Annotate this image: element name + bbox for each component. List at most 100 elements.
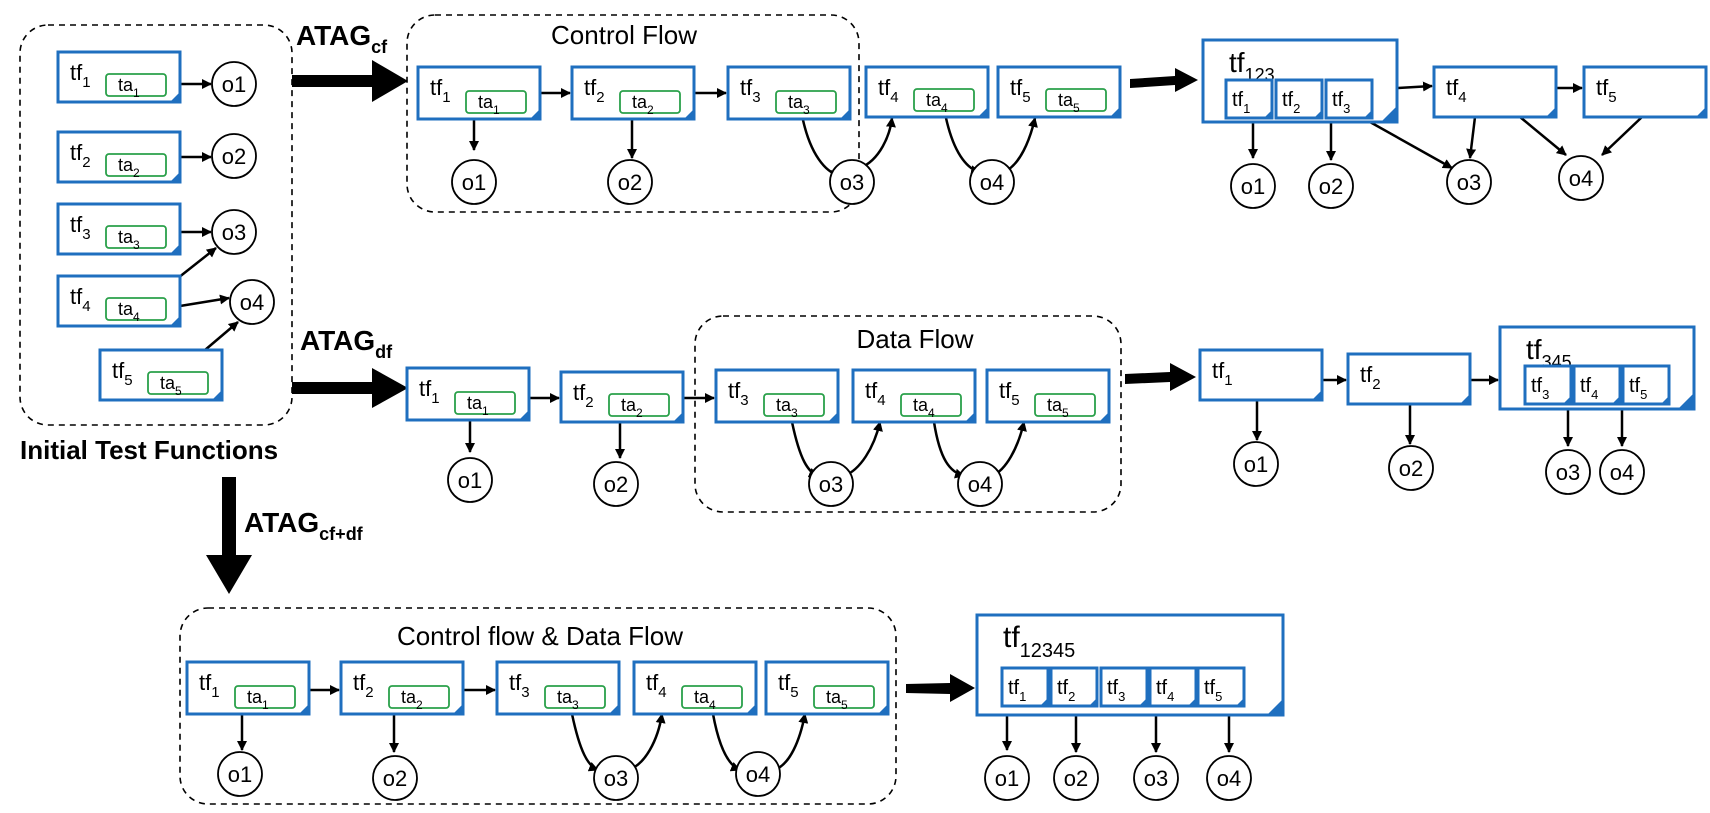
output-o3: o3 — [808, 461, 854, 507]
test-function-label: tf2 — [353, 670, 374, 701]
output-o3: o3 — [1545, 449, 1591, 495]
output-o3: o3 — [593, 755, 639, 801]
output-circle — [969, 159, 1015, 205]
output-o4: o4 — [1558, 155, 1604, 201]
test-assertion-label: ta2 — [621, 395, 643, 420]
test-function-label: tf4 — [1446, 75, 1467, 106]
test-function-label: tf3 — [740, 75, 761, 106]
output-o2: o2 — [1388, 445, 1434, 491]
dependency-curve — [991, 421, 1027, 478]
test-function-label: tf3 — [70, 212, 91, 243]
output-circle — [1230, 163, 1276, 209]
test-assertion-label: ta4 — [118, 299, 140, 324]
output-label: o4 — [980, 170, 1004, 195]
test-function-label: tf4 — [70, 284, 91, 315]
test-function-label: tf1 — [1212, 358, 1233, 389]
df-result-arrow — [1125, 363, 1196, 391]
test-assertion-label: ta2 — [118, 155, 140, 180]
test-function-label: tf1 — [199, 670, 220, 701]
output-o2: o2 — [211, 133, 257, 179]
test-function-label: tf4 — [878, 75, 899, 106]
inner-test-function-box — [1099, 666, 1149, 708]
output-circle — [1206, 755, 1252, 801]
output-o4: o4 — [969, 159, 1015, 205]
output-circle — [217, 751, 263, 797]
page-fold-icon — [299, 704, 309, 714]
atag-df-arrow — [292, 368, 408, 408]
output-circle — [1446, 159, 1492, 205]
output-o2: o2 — [1053, 755, 1099, 801]
test-function-label: tf1 — [70, 60, 91, 91]
inner-test-function-label: tf1 — [1232, 89, 1250, 116]
output-label: o3 — [1556, 460, 1580, 485]
output-circle — [735, 751, 781, 797]
test-assertion-label: ta5 — [160, 373, 182, 398]
page-fold-icon — [1612, 396, 1620, 404]
output-circle — [1388, 445, 1434, 491]
test-assertion-box — [454, 391, 516, 415]
output-o1: o1 — [451, 159, 497, 205]
output-label: o1 — [222, 72, 246, 97]
page-fold-icon — [170, 172, 180, 182]
test-assertion-box — [608, 393, 670, 417]
page-fold-icon — [1089, 698, 1097, 706]
inner-test-function-label: tf3 — [1107, 677, 1125, 704]
edge-arrow — [1466, 116, 1477, 159]
test-assertion-box — [813, 685, 875, 709]
cfdf-result-arrow — [906, 674, 975, 702]
dependency-curve — [801, 119, 841, 180]
output-label: o1 — [1244, 452, 1268, 477]
output-label: o4 — [240, 290, 264, 315]
page-fold-icon — [1236, 698, 1244, 706]
inner-test-function-label: tf3 — [1531, 375, 1549, 402]
test-assertion-label: ta1 — [247, 687, 269, 712]
page-fold-icon — [1678, 393, 1694, 409]
output-label: o3 — [1457, 170, 1481, 195]
test-function-label: tf2 — [70, 140, 91, 171]
atag-cf-label: ATAGcf — [296, 20, 388, 57]
test-assertion-label: ta4 — [913, 395, 935, 420]
page-fold-icon — [1040, 698, 1048, 706]
output-circle — [1053, 755, 1099, 801]
edge-arrow — [1369, 120, 1453, 170]
test-assertion-label: ta3 — [118, 227, 140, 252]
page-fold-icon — [609, 704, 619, 714]
test-assertion-box — [775, 90, 837, 114]
output-circle — [229, 279, 275, 325]
output-circle — [593, 755, 639, 801]
page-fold-icon — [878, 704, 888, 714]
output-circle — [829, 159, 875, 205]
test-function-label: tf4 — [865, 378, 886, 409]
inner-test-function-label: tf1 — [1008, 677, 1026, 704]
page-fold-icon — [978, 107, 988, 117]
test-assertion-box — [388, 685, 450, 709]
test-assertion-box — [1045, 88, 1107, 112]
page-fold-icon — [746, 704, 756, 714]
output-label: o1 — [462, 170, 486, 195]
test-assertion-box — [465, 90, 527, 114]
output-circle — [211, 209, 257, 255]
output-label: o3 — [604, 766, 628, 791]
page-fold-icon — [1381, 106, 1397, 122]
inner-test-function-label: tf3 — [1332, 89, 1350, 116]
atag-cfdf-label: ATAGcf+df — [244, 507, 364, 544]
data-flow-label: Data Flow — [856, 324, 973, 354]
test-function-label: tf5 — [999, 378, 1020, 409]
test-assertion-label: ta4 — [926, 90, 948, 115]
edge-arrow — [1397, 81, 1433, 92]
dependency-curve — [627, 713, 666, 772]
output-circle — [607, 159, 653, 205]
output-circle — [211, 133, 257, 179]
control-flow-label: Control Flow — [551, 20, 697, 50]
output-o2: o2 — [607, 159, 653, 205]
page-fold-icon — [1312, 390, 1322, 400]
initial-group-box — [19, 24, 293, 426]
page-fold-icon — [170, 92, 180, 102]
